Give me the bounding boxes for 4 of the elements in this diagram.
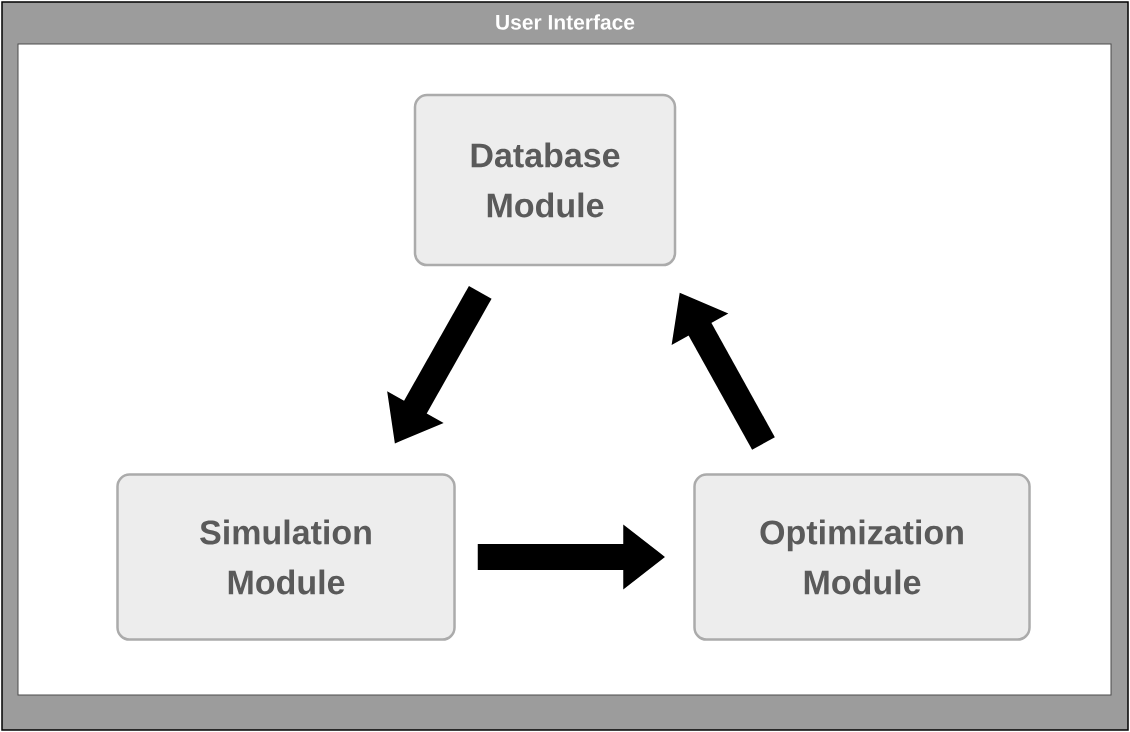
module-box: Simulation Module — [116, 473, 456, 641]
panel-title: User Interface — [496, 14, 635, 30]
module-box: Optimization Module — [693, 473, 1031, 641]
module-box: Database Module — [413, 93, 677, 267]
